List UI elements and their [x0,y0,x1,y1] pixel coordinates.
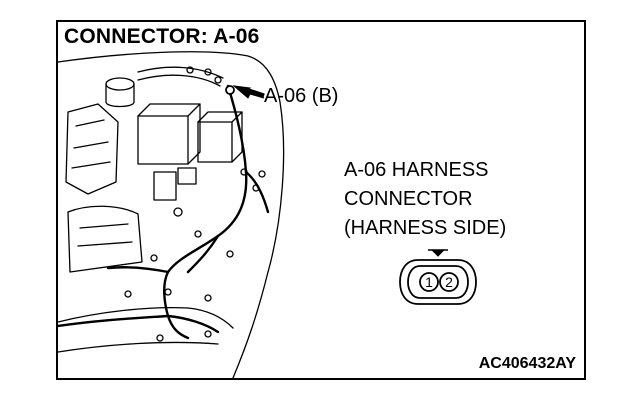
diagram-frame: CONNECTOR: A-06 [56,20,586,380]
callout-label: A-06 (B) [264,85,339,107]
branch-harness-1 [244,170,270,214]
fender-outline [58,51,285,378]
connector-outer-shell [399,259,477,305]
connector-location [225,85,235,95]
harness-label-line-3: (HARNESS SIDE) [344,217,507,239]
pin-2-label: 2 [445,274,453,290]
pin-2-circle [439,272,459,292]
battery-block [137,115,189,165]
harness-connector-label: A-06 HARNESS CONNECTOR (HARNESS SIDE) [344,156,506,243]
harness-label-line-1: A-06 HARNESS [344,159,489,181]
side-harness [106,266,170,274]
engine-bay-drawing [58,51,285,378]
fender-inner-line [58,306,234,329]
engine-block-left [65,103,119,195]
connector-key-tab [430,249,446,257]
connector-inner-shell [407,265,469,299]
connector-face-diagram: 1 2 [399,249,477,305]
small-module [153,171,177,201]
strut-tower [105,77,135,91]
harness-label-line-2: CONNECTOR [344,188,473,210]
lower-harness [58,314,220,334]
relay-box [197,121,233,163]
upper-hose [137,66,224,79]
branch-harness-2 [186,234,220,274]
bumper-line [58,341,219,353]
pin-1-circle [419,272,439,292]
figure-code: AC406432AY [478,355,576,372]
diagram-title: CONNECTOR: A-06 [64,25,264,49]
pin-1-label: 1 [425,274,433,290]
